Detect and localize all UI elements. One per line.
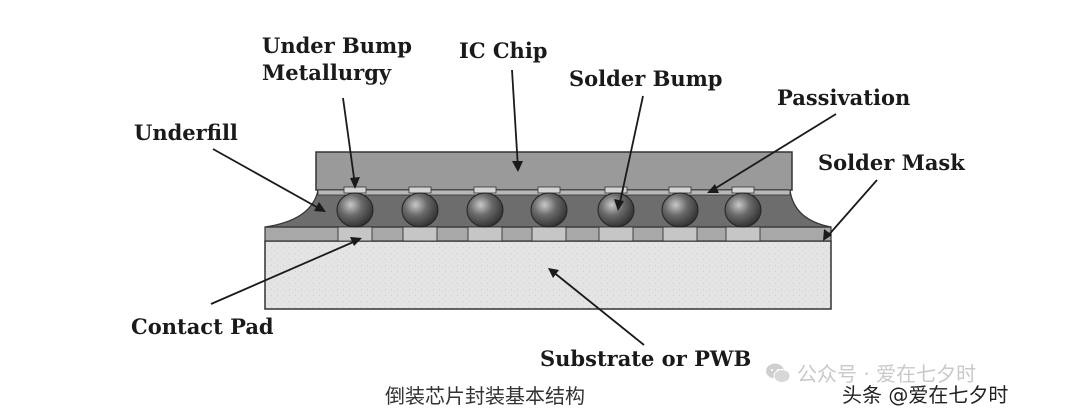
ubm-pad bbox=[668, 186, 692, 194]
contact-pad bbox=[662, 226, 698, 242]
solder-bump bbox=[661, 192, 699, 228]
arrowhead-solder-bump bbox=[614, 199, 624, 211]
contact-pad bbox=[531, 226, 567, 242]
solder-bump-array bbox=[336, 186, 762, 242]
watermark-platform-user: 头条 @爱在七夕时 bbox=[842, 383, 1009, 407]
solder-bump bbox=[597, 192, 635, 228]
solder-bump bbox=[466, 192, 504, 228]
label-under-bump-metallurgy-1: Under Bump bbox=[262, 33, 412, 58]
ubm-pad bbox=[408, 186, 432, 194]
label-under-bump-metallurgy-2: Metallurgy bbox=[262, 60, 392, 85]
label-ic-chip: IC Chip bbox=[459, 38, 548, 63]
contact-pad bbox=[598, 226, 634, 242]
label-passivation: Passivation bbox=[777, 85, 911, 110]
contact-pad bbox=[402, 226, 438, 242]
watermark-account-text: 公众号 · 爱在七夕时 bbox=[797, 362, 977, 386]
ubm-pad bbox=[731, 186, 755, 194]
solder-bump bbox=[401, 192, 439, 228]
ubm-pad bbox=[473, 186, 497, 194]
label-underfill: Underfill bbox=[134, 120, 238, 145]
arrowhead-passivation bbox=[707, 184, 719, 193]
figure-caption: 倒装芯片封装基本结构 bbox=[385, 384, 585, 408]
label-contact-pad: Contact Pad bbox=[131, 314, 274, 339]
arrowhead-underfill bbox=[314, 202, 326, 212]
leader-contact-pad bbox=[210, 239, 359, 305]
arrowhead-ic-chip bbox=[512, 161, 523, 172]
wechat-icon bbox=[766, 363, 791, 383]
solder-bump bbox=[724, 192, 762, 228]
contact-pad bbox=[467, 226, 503, 242]
leader-underfill bbox=[212, 148, 323, 211]
leader-solder-bump bbox=[618, 95, 644, 208]
leader-passivation bbox=[710, 113, 837, 192]
ic-chip-block bbox=[315, 151, 793, 191]
watermark-official-account: 公众号 · 爱在七夕时 bbox=[765, 358, 976, 387]
arrowhead-ubm bbox=[350, 177, 360, 189]
ubm-pad bbox=[537, 186, 561, 194]
solder-bump bbox=[530, 192, 568, 228]
contact-pad bbox=[725, 226, 761, 242]
label-substrate: Substrate or PWB bbox=[540, 346, 752, 371]
arrowhead-contact-pad bbox=[350, 237, 362, 246]
solder-bump bbox=[336, 192, 374, 228]
leader-solder-mask bbox=[825, 179, 878, 239]
label-solder-mask: Solder Mask bbox=[818, 150, 965, 175]
leader-ic-chip bbox=[511, 69, 519, 169]
label-solder-bump: Solder Bump bbox=[569, 66, 723, 91]
arrowhead-solder-mask bbox=[823, 229, 832, 241]
leader-substrate bbox=[551, 270, 645, 346]
substrate-block bbox=[264, 240, 832, 310]
arrowhead-substrate bbox=[548, 268, 559, 278]
leader-ubm bbox=[342, 97, 356, 186]
